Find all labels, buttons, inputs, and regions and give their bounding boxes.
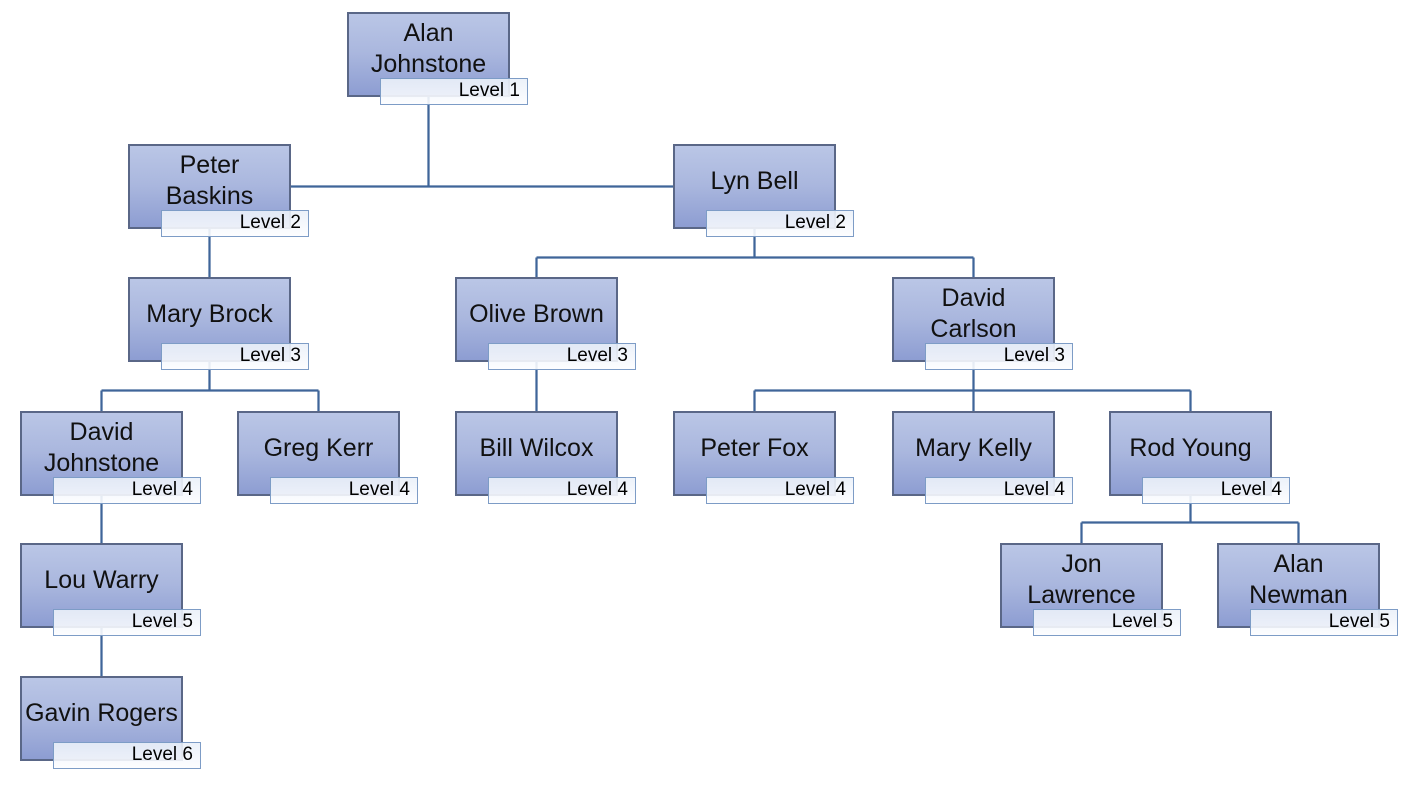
node-name: Gavin Rogers: [18, 678, 185, 748]
node-name-line: Lou Warry: [44, 565, 159, 594]
node-name: Olive Brown: [453, 279, 620, 349]
node-name-line: Gavin Rogers: [25, 698, 178, 727]
node-name-line: Lawrence: [1027, 581, 1136, 609]
node-name-line: David: [69, 418, 134, 446]
level-tag[interactable]: Level 5: [53, 609, 201, 636]
level-tag[interactable]: Level 6: [53, 742, 201, 769]
node-name-line: Bill Wilcox: [479, 433, 594, 462]
node-name-line: Greg Kerr: [263, 433, 374, 462]
node-name-line: Jon: [1061, 550, 1102, 578]
level-tag[interactable]: Level 4: [1142, 477, 1290, 504]
level-tag[interactable]: Level 5: [1250, 609, 1398, 636]
node-name-line: Johnstone: [43, 449, 160, 477]
level-tag[interactable]: Level 3: [488, 343, 636, 370]
node-name: Greg Kerr: [235, 413, 402, 483]
level-tag[interactable]: Level 3: [161, 343, 309, 370]
node-name-line: Mary Brock: [146, 299, 273, 328]
level-tag[interactable]: Level 1: [380, 78, 528, 105]
node-name-line: Carlson: [930, 315, 1017, 343]
node-name-line: Peter Fox: [700, 433, 809, 462]
level-tag[interactable]: Level 2: [706, 210, 854, 237]
node-name: Lyn Bell: [671, 146, 838, 216]
node-name-line: Alan: [1273, 550, 1324, 578]
node-name-line: Rod Young: [1129, 433, 1252, 462]
node-name-line: Olive Brown: [469, 299, 604, 328]
level-tag[interactable]: Level 3: [925, 343, 1073, 370]
node-name-line: David: [941, 284, 1006, 312]
node-name-line: Johnstone: [370, 50, 487, 78]
node-name-line: Lyn Bell: [710, 166, 799, 195]
level-tag[interactable]: Level 2: [161, 210, 309, 237]
node-name-line: Baskins: [165, 182, 254, 210]
level-tag[interactable]: Level 4: [270, 477, 418, 504]
level-tag[interactable]: Level 5: [1033, 609, 1181, 636]
level-tag[interactable]: Level 4: [706, 477, 854, 504]
node-name: Bill Wilcox: [453, 413, 620, 483]
node-name: Mary Brock: [126, 279, 293, 349]
node-name-line: Peter: [179, 151, 240, 179]
node-name: Mary Kelly: [890, 413, 1057, 483]
level-tag[interactable]: Level 4: [488, 477, 636, 504]
node-name: Lou Warry: [18, 545, 185, 615]
node-name-line: Alan: [403, 19, 454, 47]
level-tag[interactable]: Level 4: [53, 477, 201, 504]
level-tag[interactable]: Level 4: [925, 477, 1073, 504]
node-name-line: Newman: [1249, 581, 1348, 609]
node-name: Rod Young: [1107, 413, 1274, 483]
node-name-line: Mary Kelly: [915, 433, 1032, 462]
node-name: Peter Fox: [671, 413, 838, 483]
